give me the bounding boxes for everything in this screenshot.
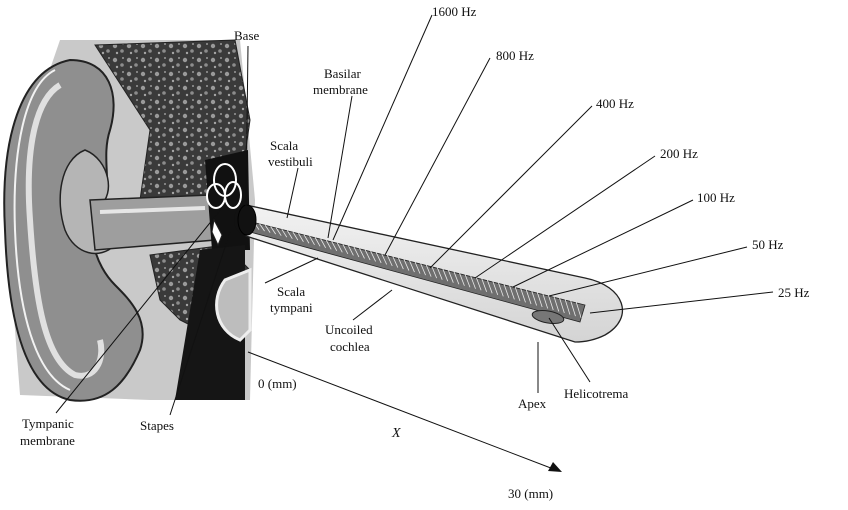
leader-50hz bbox=[549, 247, 747, 296]
axis-variable-label: X bbox=[391, 426, 401, 441]
axis-line bbox=[248, 352, 556, 470]
label-uncoiled-cochlea-line2: cochlea bbox=[330, 339, 370, 354]
leader-100hz bbox=[513, 200, 693, 287]
ear-anatomy bbox=[4, 40, 258, 401]
label-tympanic-membrane-line1: Tympanic bbox=[22, 416, 74, 431]
freq-label-400hz: 400 Hz bbox=[596, 96, 634, 111]
freq-label-50hz: 50 Hz bbox=[752, 237, 784, 252]
label-basilar-membrane-line1: Basilar bbox=[324, 66, 361, 81]
leader-200hz bbox=[475, 156, 655, 278]
label-helicotrema: Helicotrema bbox=[564, 386, 628, 401]
leader-basilar-membrane bbox=[328, 96, 352, 238]
label-scala-tympani-line1: Scala bbox=[277, 284, 305, 299]
label-basilar-membrane-line2: membrane bbox=[313, 82, 368, 97]
freq-label-1600hz: 1600 Hz bbox=[432, 4, 477, 19]
freq-label-800hz: 800 Hz bbox=[496, 48, 534, 63]
leader-800hz bbox=[385, 58, 490, 255]
ear-canal bbox=[90, 195, 218, 250]
leader-1600hz bbox=[333, 15, 432, 240]
cochlea-base-cap bbox=[238, 205, 256, 235]
leader-scala-tympani bbox=[265, 258, 318, 283]
label-apex: Apex bbox=[518, 396, 547, 411]
label-uncoiled-cochlea-line1: Uncoiled bbox=[325, 322, 373, 337]
label-scala-vestibuli-line1: Scala bbox=[270, 138, 298, 153]
axis-label-start: 0 (mm) bbox=[258, 376, 297, 391]
label-tympanic-membrane-line2: membrane bbox=[20, 433, 75, 448]
axis-label-end: 30 (mm) bbox=[508, 486, 553, 501]
label-base: Base bbox=[234, 28, 260, 43]
label-stapes: Stapes bbox=[140, 418, 174, 433]
leader-uncoiled-cochlea bbox=[353, 290, 392, 320]
axis-arrowhead bbox=[548, 462, 562, 472]
leader-scala-vestibuli bbox=[287, 168, 298, 218]
length-axis bbox=[248, 352, 562, 472]
frequency-labels: 1600 Hz 800 Hz 400 Hz 200 Hz 100 Hz 50 H… bbox=[432, 4, 810, 300]
label-scala-tympani-line2: tympani bbox=[270, 300, 313, 315]
label-scala-vestibuli-line2: vestibuli bbox=[268, 154, 313, 169]
leader-400hz bbox=[430, 106, 592, 268]
uncoiled-cochlea-tube bbox=[238, 205, 622, 342]
freq-label-100hz: 100 Hz bbox=[697, 190, 735, 205]
freq-label-25hz: 25 Hz bbox=[778, 285, 810, 300]
freq-label-200hz: 200 Hz bbox=[660, 146, 698, 161]
